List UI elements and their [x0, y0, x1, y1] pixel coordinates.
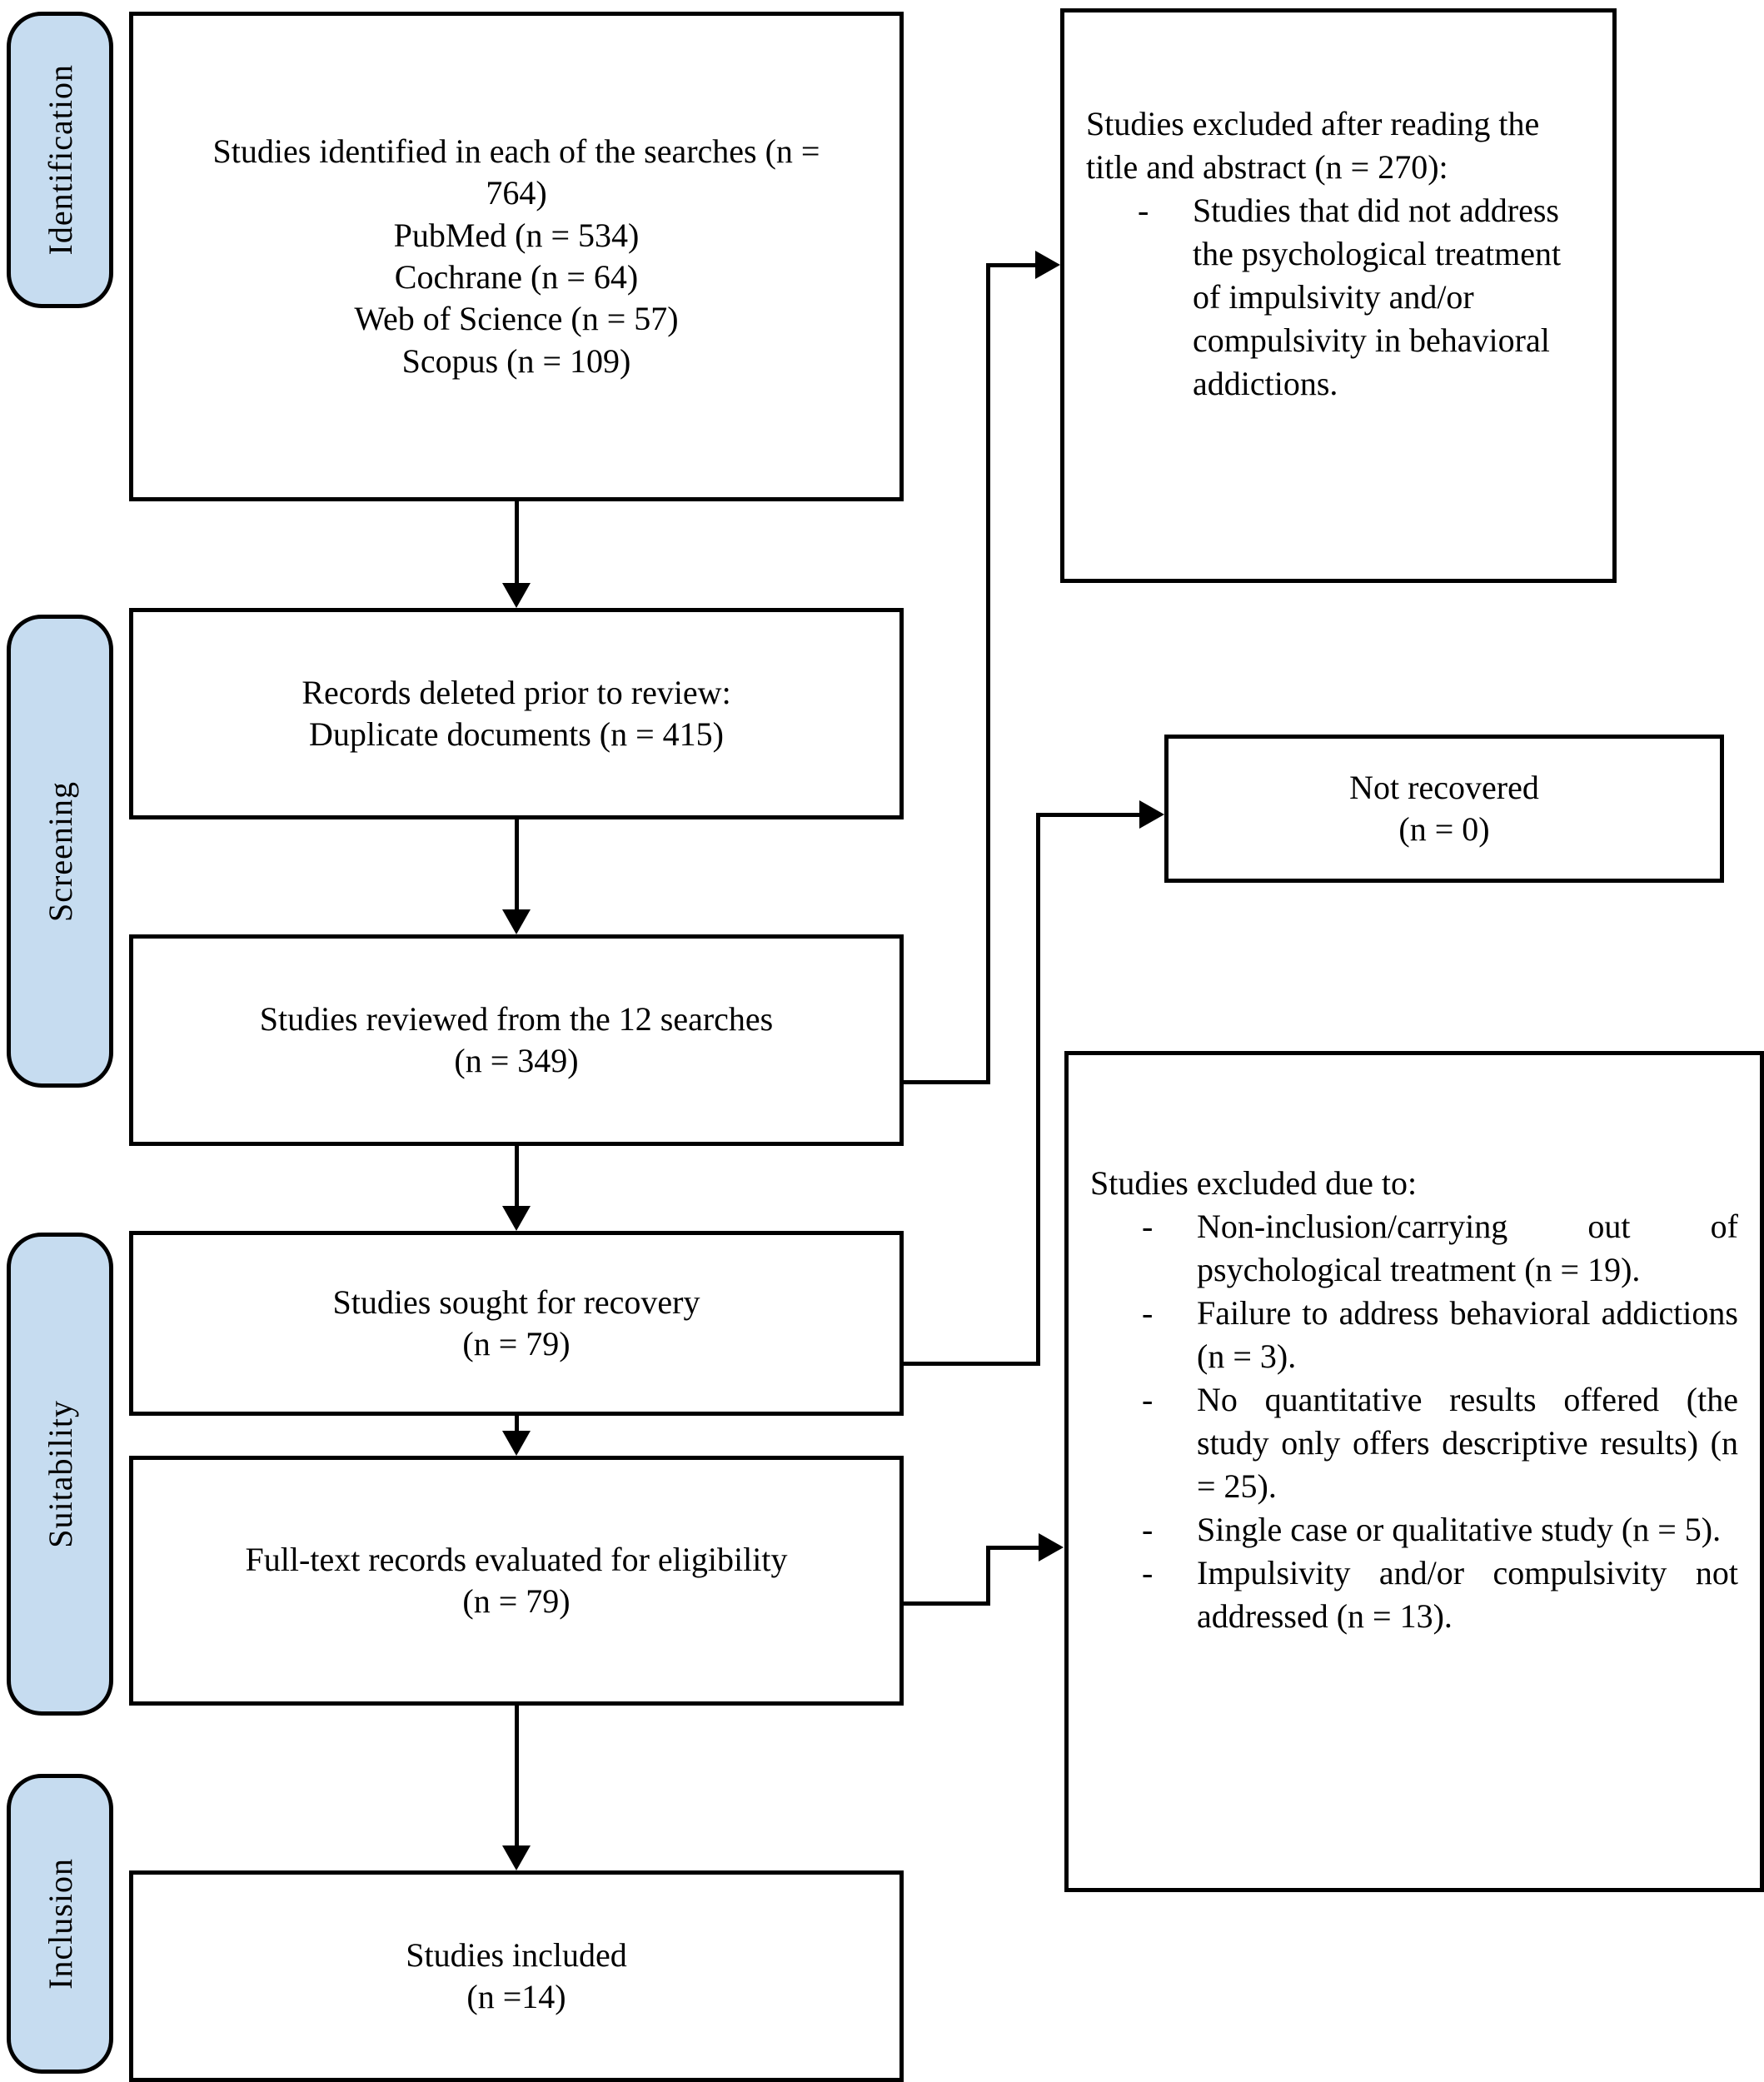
- node-studies-reviewed-line-1: Studies reviewed from the 12 searches: [259, 999, 774, 1038]
- stage-label-identification: Identification: [41, 64, 79, 256]
- arrowhead-fulltext-to-included: [502, 1845, 531, 1870]
- bullet-dash: -: [1142, 1208, 1154, 1245]
- connector-sought-to-not-recovered-seg2: [1036, 813, 1040, 1366]
- connector-sought-to-not-recovered-seg3: [1036, 813, 1141, 817]
- node-studies-identified-line-6: Scopus (n = 109): [401, 341, 631, 380]
- stage-tab-identification: Identification: [7, 12, 113, 308]
- list-item-text: Impulsivity and/or compulsivity not addr…: [1197, 1554, 1738, 1635]
- list-item: - Impulsivity and/or compulsivity not ad…: [1090, 1552, 1738, 1638]
- node-studies-included-line-1: Studies included: [406, 1935, 627, 1974]
- node-fulltext-evaluated-line-1: Full-text records evaluated for eligibil…: [245, 1540, 788, 1578]
- arrowhead-sought-to-fulltext: [502, 1431, 531, 1456]
- connector-identified-to-duplicates: [515, 501, 519, 585]
- connector-fulltext-to-included: [515, 1706, 519, 1845]
- node-duplicates-removed-line-2: Duplicate documents (n = 415): [309, 715, 724, 753]
- node-excluded-title-abstract: Studies excluded after reading the title…: [1060, 8, 1617, 583]
- stage-tab-suitability: Suitability: [7, 1233, 113, 1716]
- node-not-recovered-line-2: (n = 0): [1398, 810, 1490, 848]
- connector-duplicates-to-reviewed: [515, 819, 519, 909]
- stage-tab-inclusion: Inclusion: [7, 1774, 113, 2074]
- list-item: - Failure to address behavioral addictio…: [1090, 1292, 1738, 1378]
- node-excluded-title-abstract-heading: Studies excluded after reading the title…: [1086, 105, 1540, 186]
- node-studies-identified-line-5: Web of Science (n = 57): [354, 300, 679, 338]
- node-duplicates-removed-line-1: Records deleted prior to review:: [301, 673, 731, 711]
- arrowhead-identified-to-duplicates: [502, 583, 531, 608]
- node-studies-included-line-2: (n =14): [466, 1978, 566, 2015]
- node-duplicates-removed: Records deleted prior to review: Duplica…: [129, 608, 904, 819]
- stage-label-screening: Screening: [41, 780, 79, 922]
- node-excluded-fulltext: Studies excluded due to: - Non-inclusion…: [1064, 1051, 1764, 1892]
- node-excluded-fulltext-list: - Non-inclusion/carrying out of psycholo…: [1090, 1205, 1738, 1638]
- stage-label-inclusion: Inclusion: [41, 1858, 79, 1990]
- stage-tab-screening: Screening: [7, 615, 113, 1088]
- node-not-recovered-line-1: Not recovered: [1349, 768, 1539, 806]
- connector-fulltext-to-excluded-seg1: [904, 1601, 990, 1606]
- list-item: - Single case or qualitative study (n = …: [1090, 1508, 1738, 1552]
- node-excluded-title-abstract-list: - Studies that did not address the psych…: [1086, 189, 1591, 406]
- connector-reviewed-to-excluded-seg3: [986, 263, 1038, 267]
- node-studies-identified-line-4: Cochrane (n = 64): [394, 258, 639, 296]
- node-studies-sought-line-1: Studies sought for recovery: [332, 1283, 700, 1321]
- list-item-text: Single case or qualitative study (n = 5)…: [1197, 1511, 1722, 1548]
- connector-fulltext-to-excluded-seg2: [986, 1546, 990, 1606]
- connector-reviewed-to-sought: [515, 1146, 519, 1208]
- list-item-text: No quantitative results offered (the stu…: [1197, 1381, 1738, 1505]
- node-fulltext-evaluated-line-2: (n = 79): [462, 1582, 571, 1620]
- list-item-text: Studies that did not address the psychol…: [1193, 192, 1562, 402]
- bullet-dash: -: [1142, 1554, 1154, 1591]
- node-excluded-fulltext-heading: Studies excluded due to:: [1090, 1164, 1418, 1202]
- node-fulltext-evaluated: Full-text records evaluated for eligibil…: [129, 1456, 904, 1706]
- arrowhead-sought-to-not-recovered: [1139, 800, 1164, 829]
- arrowhead-duplicates-to-reviewed: [502, 909, 531, 934]
- arrowhead-reviewed-to-sought: [502, 1206, 531, 1231]
- list-item: - Non-inclusion/carrying out of psycholo…: [1090, 1205, 1738, 1292]
- bullet-dash: -: [1142, 1294, 1154, 1332]
- arrowhead-fulltext-to-excluded: [1039, 1533, 1064, 1562]
- node-studies-identified-line-2: 764): [486, 174, 547, 212]
- connector-reviewed-to-excluded-seg2: [986, 263, 990, 1084]
- bullet-dash: -: [1142, 1511, 1154, 1548]
- node-studies-sought-for-recovery: Studies sought for recovery (n = 79): [129, 1231, 904, 1416]
- node-studies-reviewed-line-2: (n = 349): [454, 1042, 579, 1079]
- connector-sought-to-not-recovered-seg1: [904, 1362, 1040, 1366]
- connector-reviewed-to-excluded-seg1: [904, 1080, 990, 1084]
- list-item: - No quantitative results offered (the s…: [1090, 1378, 1738, 1508]
- list-item-text: Failure to address behavioral addictions…: [1197, 1294, 1738, 1375]
- bullet-dash: -: [1142, 1381, 1154, 1418]
- list-item-text: Non-inclusion/carrying out of psychologi…: [1197, 1208, 1738, 1288]
- stage-label-suitability: Suitability: [41, 1400, 79, 1548]
- connector-sought-to-fulltext: [515, 1416, 519, 1432]
- node-studies-identified-line-3: PubMed (n = 534): [393, 216, 640, 254]
- bullet-dash: -: [1138, 192, 1149, 229]
- connector-fulltext-to-excluded-seg3: [986, 1546, 1041, 1550]
- node-studies-identified: Studies identified in each of the search…: [129, 12, 904, 501]
- list-item: - Studies that did not address the psych…: [1086, 189, 1591, 406]
- arrowhead-reviewed-to-excluded: [1035, 251, 1060, 279]
- node-not-recovered: Not recovered (n = 0): [1164, 735, 1724, 883]
- node-studies-reviewed: Studies reviewed from the 12 searches (n…: [129, 934, 904, 1146]
- node-studies-identified-line-1: Studies identified in each of the search…: [212, 132, 820, 170]
- node-studies-sought-line-2: (n = 79): [462, 1325, 571, 1362]
- node-studies-included: Studies included (n =14): [129, 1870, 904, 2082]
